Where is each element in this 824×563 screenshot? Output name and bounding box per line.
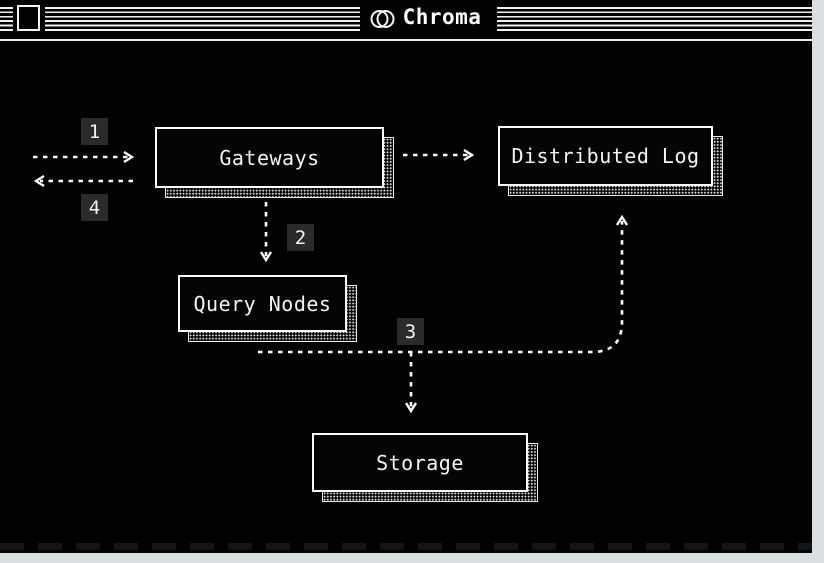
titlebar-stripes-left	[45, 7, 360, 31]
step-badge-4-label: 4	[88, 196, 101, 219]
node-query-nodes-face: Query Nodes	[178, 275, 347, 332]
node-distributed-log: Distributed Log	[498, 126, 723, 196]
step-badge-4: 4	[81, 194, 108, 221]
titlebar-stripes-right	[497, 7, 813, 31]
titlebar-stripes-left-cap	[0, 7, 13, 31]
node-storage-label: Storage	[376, 450, 464, 475]
window-title: Chroma	[402, 5, 482, 29]
node-gateways: Gateways	[155, 127, 394, 198]
step-badge-3-label: 3	[404, 320, 417, 343]
node-storage-face: Storage	[312, 433, 528, 492]
step-badge-3: 3	[397, 318, 424, 345]
step-badge-2-label: 2	[294, 226, 307, 249]
titlebar-separator	[0, 39, 812, 41]
diagram-canvas: Gateways Distributed Log Query Nodes Sto…	[0, 41, 812, 553]
chroma-window: Chroma	[0, 0, 813, 553]
node-gateways-label: Gateways	[219, 145, 320, 170]
node-query-nodes: Query Nodes	[178, 275, 357, 342]
step-badge-2: 2	[287, 224, 314, 251]
window-title-group: Chroma	[359, 0, 498, 36]
node-gateways-face: Gateways	[155, 127, 384, 188]
window-close-button[interactable]	[17, 5, 40, 31]
chroma-logo-icon	[370, 9, 395, 28]
window-titlebar: Chroma	[0, 0, 813, 36]
step-badge-1-label: 1	[88, 120, 101, 143]
window-bottom-frame-dashes	[0, 543, 812, 550]
node-storage: Storage	[312, 433, 538, 502]
step-badge-1: 1	[81, 118, 108, 145]
node-distributed-log-label: Distributed Log	[511, 144, 700, 168]
node-query-nodes-label: Query Nodes	[193, 291, 332, 316]
node-distributed-log-face: Distributed Log	[498, 126, 713, 186]
